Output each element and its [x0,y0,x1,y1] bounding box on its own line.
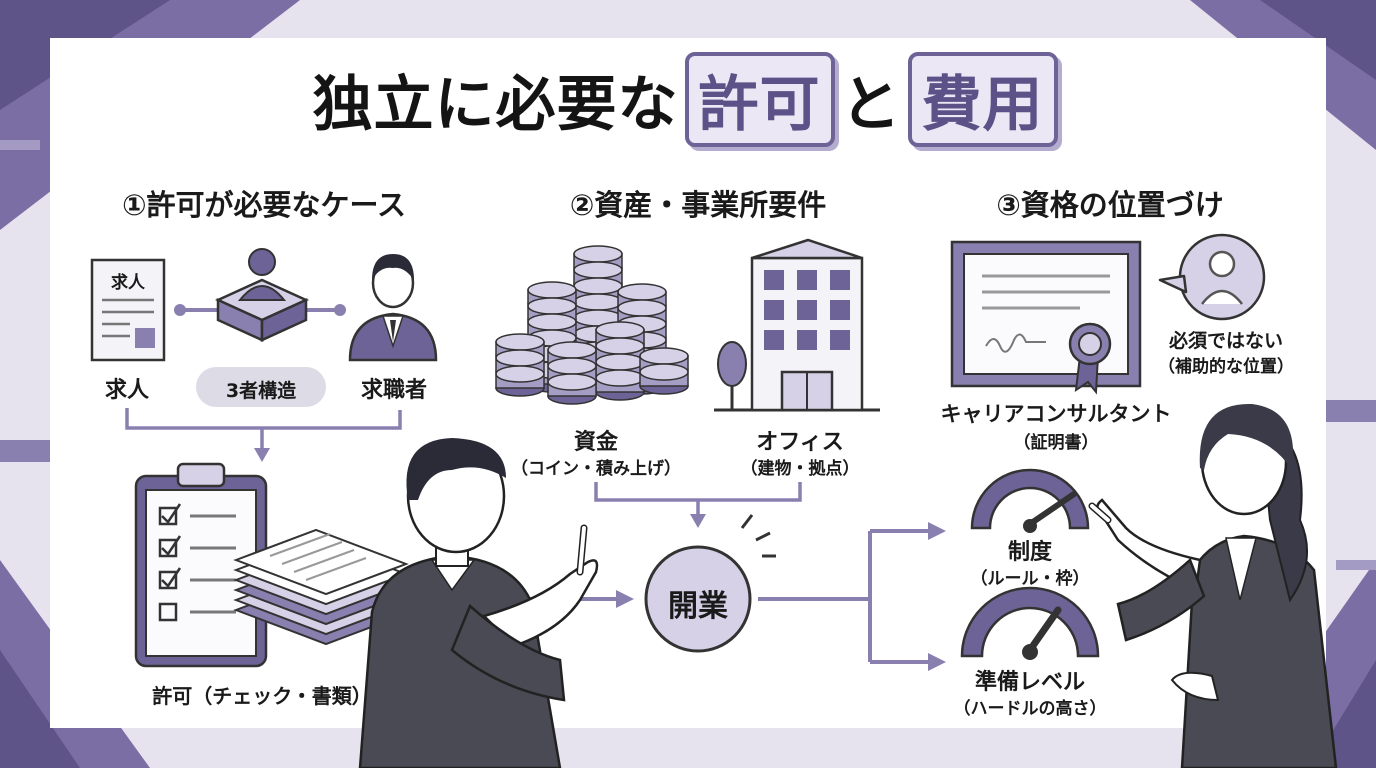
job-posting-document-icon [90,258,166,362]
three-party-pill [196,367,326,407]
permit-label: 許可（チェック・書類） [152,684,372,708]
gauge-icon-preparation [960,586,1100,660]
funds-label: 資金 [573,430,619,455]
not-required-label: 必須ではない [1168,330,1284,352]
document-stack-icon [233,528,409,646]
title-highlight-permit: 許可 [684,52,835,147]
career-consultant-label: キャリアコンサルタント [940,402,1172,426]
job-seeker-label: 求職者 [360,378,428,403]
preparation-level-label: 準備レベル [974,670,1086,695]
job-seeker-icon [348,254,438,362]
three-party-label: 3者構造 [225,380,297,402]
office-sublabel: （建物・拠点） [740,459,860,479]
title-highlight-cost: 費用 [907,52,1058,147]
job-doc-label: 求人 [111,273,145,293]
certificate-sublabel: （証明書） [1013,433,1099,453]
office-building-icon [714,238,880,412]
section2-heading: ②資産・事業所要件 [569,188,827,222]
preparation-level-sublabel: （ハードルの高さ） [953,699,1107,719]
speech-bubble-person-icon [1158,233,1266,321]
tree-icon [717,341,747,410]
employer-label: 求人 [104,378,150,403]
woman-in-suit-pointing [1088,403,1338,768]
gauge-icon-rules [970,468,1090,533]
not-required-sublabel: （補助的な位置） [1158,357,1294,377]
open-business-label: 開業 [668,589,728,624]
rules-label: 制度 [1007,540,1053,565]
certificate-icon [950,240,1142,395]
coin-stack-icon [495,245,689,405]
open-business-node [644,514,776,653]
rules-sublabel: （ルール・枠） [970,569,1090,589]
section1-heading: ①許可が必要なケース [121,188,407,222]
funds-sublabel: （コイン・積み上げ） [511,459,681,479]
section3-heading: ③資格の位置づけ [996,188,1224,222]
man-in-suit-pointing [358,438,599,768]
page-title: 独立に必要な許可と費用 [0,52,1376,147]
office-label: オフィス [756,430,844,455]
employment-agency-person-icon [214,248,310,342]
